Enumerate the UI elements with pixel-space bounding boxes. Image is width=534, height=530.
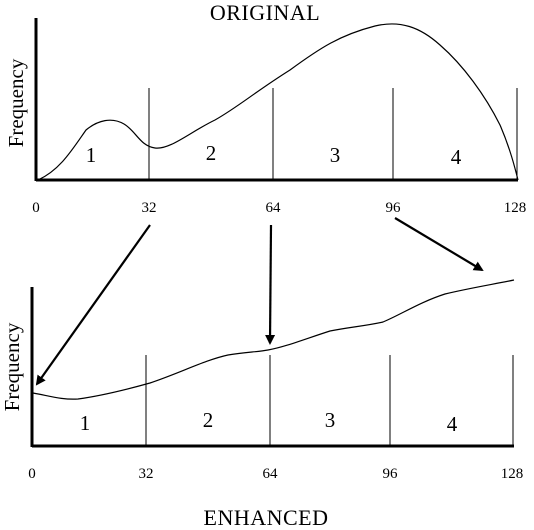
- original-region-4: 4: [451, 145, 462, 169]
- enhanced-tick-32: 32: [139, 466, 154, 482]
- enhanced-title: ENHANCED: [204, 505, 329, 530]
- original-region-2: 2: [206, 141, 217, 165]
- enhanced-tick-96: 96: [383, 466, 399, 482]
- original-region-3: 3: [330, 143, 341, 167]
- original-tick-0: 0: [32, 200, 40, 216]
- original-tick-32: 32: [142, 200, 157, 216]
- original-tick-128: 128: [504, 200, 527, 216]
- enhanced-histogram-curve: [32, 279, 515, 400]
- enhanced-region-4: 4: [447, 412, 458, 436]
- arrow-32-to-0: [35, 224, 151, 386]
- original-histogram-curve: [37, 23, 519, 181]
- mapping-arrows: [35, 217, 484, 386]
- enhanced-region-2: 2: [203, 408, 214, 432]
- original-title: ORIGINAL: [210, 0, 320, 25]
- original-tick-96: 96: [386, 200, 402, 216]
- original-region-1: 1: [86, 143, 97, 167]
- original-y-axis-label: Frequency: [4, 58, 28, 147]
- enhanced-tick-0: 0: [28, 466, 36, 482]
- enhanced-tick-128: 128: [501, 466, 524, 482]
- arrow-64-to-64: [265, 224, 276, 345]
- enhanced-region-3: 3: [325, 408, 336, 432]
- enhanced-region-1: 1: [80, 411, 91, 435]
- enhanced-panel: Frequency 1 2 3 4 0 32 64 96 128 ENHANCE…: [0, 279, 524, 530]
- enhanced-tick-64: 64: [263, 466, 279, 482]
- original-panel: ORIGINAL Frequency 1 2 3 4 0 32 64 96 12…: [4, 0, 526, 216]
- original-tick-64: 64: [266, 200, 282, 216]
- enhanced-y-axis-label: Frequency: [0, 322, 24, 411]
- arrow-96-to-128: [394, 217, 484, 272]
